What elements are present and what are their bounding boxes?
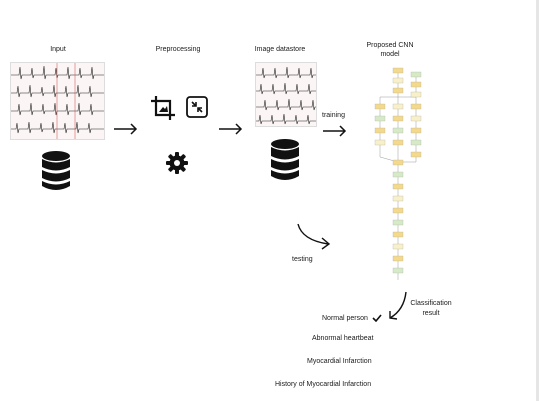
result-label: Normal person bbox=[322, 314, 368, 322]
result-abnormal-heartbeat: Abnormal heartbeat bbox=[312, 335, 374, 342]
training-label: training bbox=[322, 112, 345, 119]
result-myocardial-infarction: Myocardial Infarction bbox=[307, 358, 372, 365]
crop-image-icon bbox=[150, 95, 176, 121]
arrow-training bbox=[322, 124, 348, 142]
arrow-preprocessing-to-datastore bbox=[218, 122, 244, 140]
input-ecg-image bbox=[10, 62, 105, 140]
model-label-line2: model bbox=[380, 51, 400, 58]
model-label-line1: Proposed CNN bbox=[366, 42, 414, 49]
classification-arrow bbox=[386, 290, 410, 329]
check-icon bbox=[372, 314, 382, 323]
resize-icon bbox=[186, 96, 208, 118]
classification-label-line2: result bbox=[422, 310, 440, 317]
arrow-input-to-preprocessing bbox=[113, 122, 139, 140]
database-icon bbox=[270, 138, 300, 182]
page-edge-divider bbox=[536, 0, 539, 401]
image-datastore-label: Image datastore bbox=[254, 46, 306, 53]
cnn-model-graph bbox=[362, 62, 434, 282]
result-normal-person: Normal person bbox=[322, 314, 382, 323]
database-icon bbox=[41, 150, 71, 192]
result-history-myocardial-infarction: History of Myocardial Infarction bbox=[275, 381, 372, 388]
classification-label-line1: Classification bbox=[410, 300, 452, 307]
datastore-ecg-image bbox=[255, 62, 317, 127]
testing-label: testing bbox=[292, 256, 313, 263]
input-label: Input bbox=[50, 46, 66, 53]
testing-arrow bbox=[296, 222, 336, 257]
preprocessing-label: Preprocessing bbox=[155, 46, 201, 53]
gear-icon bbox=[166, 152, 188, 174]
